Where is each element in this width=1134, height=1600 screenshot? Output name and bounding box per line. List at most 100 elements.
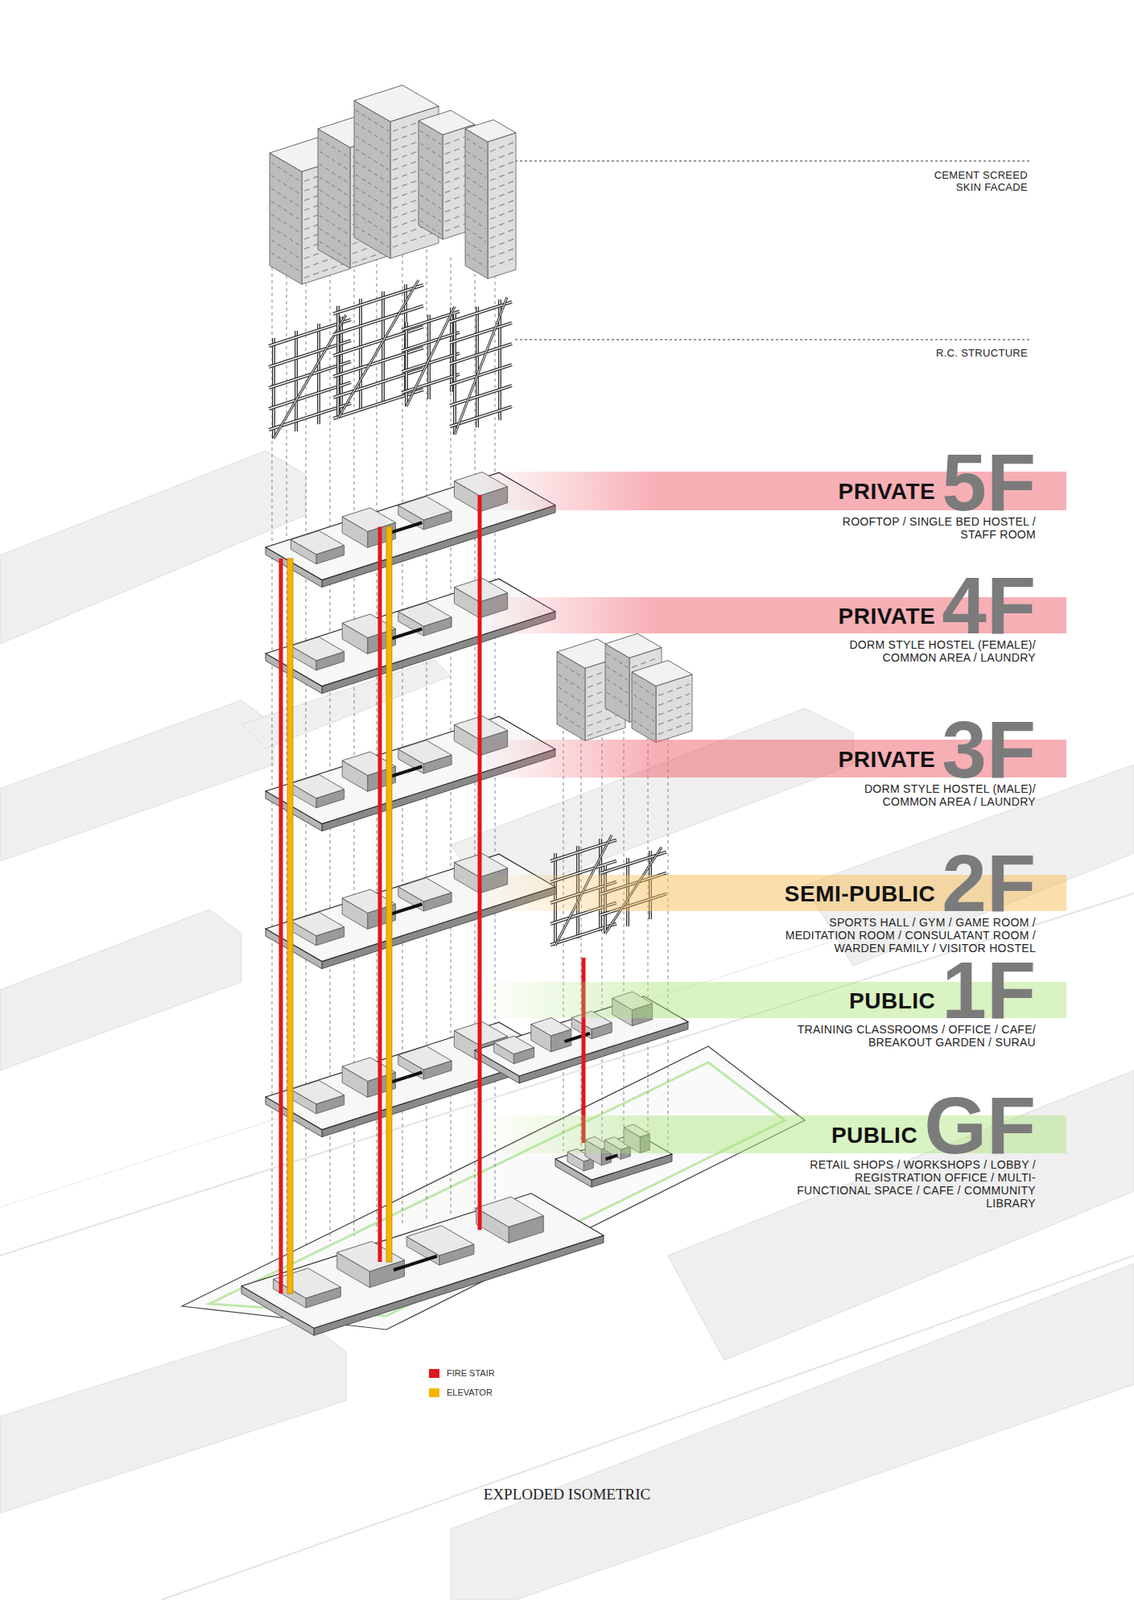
rc-brace [406,306,455,407]
floor-number: 3F [941,709,1036,790]
legend-label: ELEVATOR [446,1387,493,1398]
floor-band: 1FPUBLICTRAINING CLASSROOMS / OFFICE / C… [479,917,1067,1049]
facade-hatch [658,684,690,696]
facade-hatch [606,679,628,693]
facade-hatch [490,171,514,181]
floor-slab [241,1193,604,1328]
facade-hatch [355,226,389,248]
facade-skin [354,85,439,122]
zone-program: DORM STYLE HOSTEL (FEMALE)/ COMMON AREA … [824,638,1036,664]
room-block [290,530,344,554]
facade-hatch [271,201,301,220]
facade-hatch [420,207,442,222]
facade-hatch [466,164,487,178]
facade-hatch [271,162,301,182]
floor-slab [265,1022,556,1130]
fire-stair-core [378,527,383,1262]
room-block [531,1018,572,1036]
facade-hatch [355,110,389,132]
floor-band: 4FPRIVATEDORM STYLE HOSTEL (FEMALE)/ COM… [479,532,1067,664]
room-block [273,1268,342,1299]
room-block [290,774,344,798]
context-building [0,450,306,644]
rc-column [381,291,385,405]
facade-hatch [319,138,349,157]
room-block [398,878,452,902]
facade-hatch [304,262,348,278]
facade-hatch [658,713,690,725]
rc-column [405,321,407,407]
facade-hatch [271,175,301,194]
facade-hatch [319,215,349,235]
facade-hatch [466,241,487,255]
facade-skin [354,100,391,259]
rc-column [359,298,361,412]
facade-hatch [490,152,514,161]
facade-hatch [319,202,349,222]
rc-brace [454,296,508,435]
facade-hatch [558,661,584,678]
facade-hatch [271,188,301,207]
room-block [398,1046,452,1070]
rc-column [453,313,455,435]
facade-hatch [420,169,442,183]
room-block [398,740,452,764]
legend-label: FIRE STAIR [446,1368,495,1379]
rc-column [272,338,274,439]
room-block [406,1225,475,1256]
facade-hatch [490,258,514,268]
facade-hatch [490,161,514,171]
facade-hatch [420,220,442,235]
facade-hatch [355,187,389,209]
zone-heading: PRIVATE [838,605,937,628]
zone-program: DORM STYLE HOSTEL (MALE)/ COMMON AREA / … [838,782,1036,809]
zone-program: RETAIL SHOPS / WORKSHOPS / LOBBY / REGIS… [782,1158,1036,1210]
drawing-caption: EXPLODED ISOMETRIC [0,1485,1134,1504]
facade-hatch [633,694,655,709]
floor-band: 3FPRIVATE DORM STYLE HOSTEL (MALE)/ COMMO… [479,675,1067,809]
facade-hatch [466,177,487,190]
zone-heading: PRIVATE [838,748,937,772]
facade-hatch [490,210,514,219]
facade-hatch [420,181,442,196]
floor-number: 1F [941,949,1036,1031]
facade-skin [487,132,516,279]
corridor-bar [387,766,423,778]
zone-heading: PUBLIC [831,1124,918,1147]
site-landscape-edge [209,1062,785,1316]
facade-hatch [355,161,389,183]
room-block [398,602,452,627]
context-building [0,909,242,1071]
rc-brace [406,306,455,407]
facade-hatch [466,228,487,242]
rc-column [475,306,479,428]
corridor-bar [387,522,423,534]
zone-heading: PUBLIC [849,989,936,1013]
facade-skin [418,120,443,240]
facade-hatch [587,722,623,736]
rc-beam [449,385,512,406]
floor-band: 2FSEMI-PUBLICSPORTS HALL / GYM / GAME RO… [479,810,1067,955]
facade-hatch [355,123,389,145]
facade-hatch [319,189,349,209]
floor-band: 5FPRIVATEROOFTOP / SINGLE BED HOSTEL / S… [479,407,1067,541]
elevator-core [386,527,392,1262]
facade-skin [465,119,516,142]
facade-skin [655,674,693,743]
facade-hatch [658,693,690,706]
context-building [450,1263,1134,1600]
facade-hatch [319,241,349,260]
facade-hatch [490,219,514,229]
fire-stair-core [279,558,284,1294]
zone-program: ROOFTOP / SINGLE BED HOSTEL / STAFF ROOM [814,515,1036,541]
zone-heading: SEMI-PUBLIC [784,882,937,906]
facade-hatch [633,681,655,696]
facade-hatch [606,666,628,681]
rc-column [476,306,478,428]
facade-skin [605,633,662,658]
floor-number: 5F [941,441,1036,523]
elevator-core [287,558,293,1294]
facade-skin [269,152,302,285]
floor-number: 2F [941,842,1036,924]
